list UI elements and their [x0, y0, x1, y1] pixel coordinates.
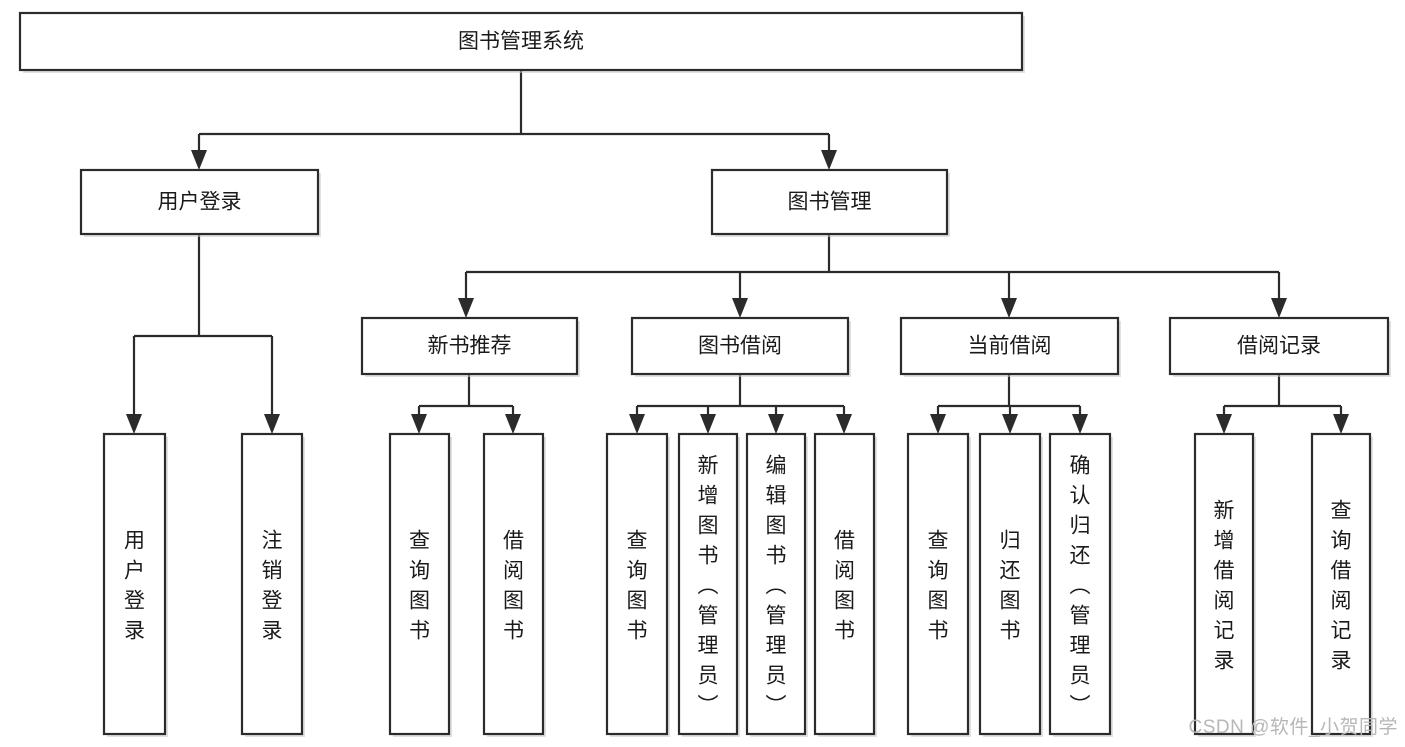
node-leaf-return-book[interactable]: 归还图书 — [978, 432, 1043, 737]
node-root-label: 图书管理系统 — [458, 30, 584, 53]
arrow-down-icon — [629, 414, 645, 434]
node-leaf-logout-label: 注销登录 — [262, 529, 283, 642]
node-leaf-add-book-rect[interactable] — [677, 432, 739, 736]
node-new-book-rec[interactable]: 新书推荐 — [360, 316, 580, 377]
node-leaf-borrow-book-2-rect[interactable] — [813, 432, 876, 736]
node-leaf-borrow-book-2-label: 借阅图书 — [834, 529, 855, 642]
node-leaf-query-book-2-rect[interactable] — [605, 432, 669, 736]
node-leaf-add-record-label: 新增借阅记录 — [1214, 499, 1235, 672]
arrow-down-icon — [1216, 414, 1232, 434]
node-leaf-query-book-2-label: 查询图书 — [627, 529, 648, 642]
node-leaf-query-record-label: 查询借阅记录 — [1331, 499, 1352, 672]
arrow-down-icon — [1271, 298, 1287, 318]
node-leaf-user-login-rect[interactable] — [102, 432, 167, 736]
node-leaf-query-book-2[interactable]: 查询图书 — [605, 432, 670, 737]
node-root[interactable]: 图书管理系统 — [18, 11, 1025, 73]
node-root-rect[interactable] — [18, 11, 1024, 72]
node-leaf-user-login-label: 用户登录 — [124, 529, 145, 642]
arrow-down-icon — [191, 150, 207, 170]
node-leaf-query-book-3[interactable]: 查询图书 — [906, 432, 971, 737]
node-leaf-confirm-return[interactable]: 确认归还︵管理员︶ — [1048, 432, 1113, 737]
node-layer: 图书管理系统用户登录图书管理新书推荐图书借阅当前借阅借阅记录用户登录注销登录查询… — [18, 11, 1391, 737]
csdn-watermark: CSDN @软件_小贺同学 — [1189, 716, 1398, 738]
node-book-manage[interactable]: 图书管理 — [710, 168, 950, 237]
node-new-book-rec-rect[interactable] — [360, 316, 579, 376]
node-leaf-query-book-1-label: 查询图书 — [409, 529, 430, 642]
arrow-down-icon — [836, 414, 852, 434]
node-borrow-record-rect[interactable] — [1168, 316, 1390, 376]
node-borrow-record[interactable]: 借阅记录 — [1168, 316, 1391, 377]
node-borrow-record-label: 借阅记录 — [1237, 335, 1321, 358]
node-leaf-return-book-label: 归还图书 — [1000, 529, 1021, 642]
node-book-borrow-label: 图书借阅 — [698, 335, 782, 358]
node-leaf-confirm-return-rect[interactable] — [1048, 432, 1112, 736]
arrow-down-icon — [700, 414, 716, 434]
node-leaf-logout-rect[interactable] — [240, 432, 304, 736]
node-leaf-query-book-3-rect[interactable] — [906, 432, 970, 736]
node-current-borrow-label: 当前借阅 — [968, 335, 1052, 358]
node-leaf-query-record-rect[interactable] — [1310, 432, 1372, 736]
node-user-login[interactable]: 用户登录 — [79, 168, 321, 237]
arrow-down-icon — [732, 298, 748, 318]
node-leaf-confirm-return-label: 确认归还︵管理员︶ — [1070, 454, 1091, 717]
node-new-book-rec-label: 新书推荐 — [428, 335, 512, 358]
node-leaf-borrow-book-1-rect[interactable] — [482, 432, 545, 736]
arrow-down-icon — [1002, 414, 1018, 434]
node-leaf-query-book-3-label: 查询图书 — [928, 529, 949, 642]
arrow-down-icon — [126, 414, 142, 434]
node-leaf-borrow-book-1-label: 借阅图书 — [503, 529, 524, 642]
node-book-manage-label: 图书管理 — [788, 191, 872, 214]
arrow-down-icon — [930, 414, 946, 434]
node-leaf-edit-book[interactable]: 编辑图书︵管理员︶ — [745, 432, 808, 737]
node-book-borrow[interactable]: 图书借阅 — [630, 316, 851, 377]
node-leaf-add-record-rect[interactable] — [1193, 432, 1255, 736]
arrow-down-icon — [505, 414, 521, 434]
node-leaf-query-book-1[interactable]: 查询图书 — [388, 432, 452, 737]
node-leaf-borrow-book-1[interactable]: 借阅图书 — [482, 432, 546, 737]
node-book-manage-rect[interactable] — [710, 168, 949, 236]
node-leaf-add-record[interactable]: 新增借阅记录 — [1193, 432, 1256, 737]
arrow-down-icon — [1072, 414, 1088, 434]
node-user-login-label: 用户登录 — [158, 191, 242, 214]
node-leaf-logout[interactable]: 注销登录 — [240, 432, 305, 737]
arrow-down-icon — [821, 150, 837, 170]
node-leaf-borrow-book-2[interactable]: 借阅图书 — [813, 432, 877, 737]
node-leaf-query-book-1-rect[interactable] — [388, 432, 451, 736]
node-leaf-add-book-label: 新增图书︵管理员︶ — [698, 454, 719, 717]
arrow-down-icon — [411, 414, 427, 434]
node-leaf-return-book-rect[interactable] — [978, 432, 1042, 736]
arrow-down-icon — [768, 414, 784, 434]
arrow-down-icon — [1001, 298, 1017, 318]
node-current-borrow[interactable]: 当前借阅 — [899, 316, 1121, 377]
connector-layer — [126, 70, 1349, 434]
node-leaf-edit-book-label: 编辑图书︵管理员︶ — [766, 454, 787, 717]
node-leaf-add-book[interactable]: 新增图书︵管理员︶ — [677, 432, 740, 737]
node-leaf-user-login[interactable]: 用户登录 — [102, 432, 168, 737]
arrow-down-icon — [458, 298, 474, 318]
arrow-down-icon — [1333, 414, 1349, 434]
node-book-borrow-rect[interactable] — [630, 316, 850, 376]
node-current-borrow-rect[interactable] — [899, 316, 1120, 376]
node-leaf-query-record[interactable]: 查询借阅记录 — [1310, 432, 1373, 737]
node-user-login-rect[interactable] — [79, 168, 320, 236]
arrow-down-icon — [264, 414, 280, 434]
node-leaf-edit-book-rect[interactable] — [745, 432, 807, 736]
